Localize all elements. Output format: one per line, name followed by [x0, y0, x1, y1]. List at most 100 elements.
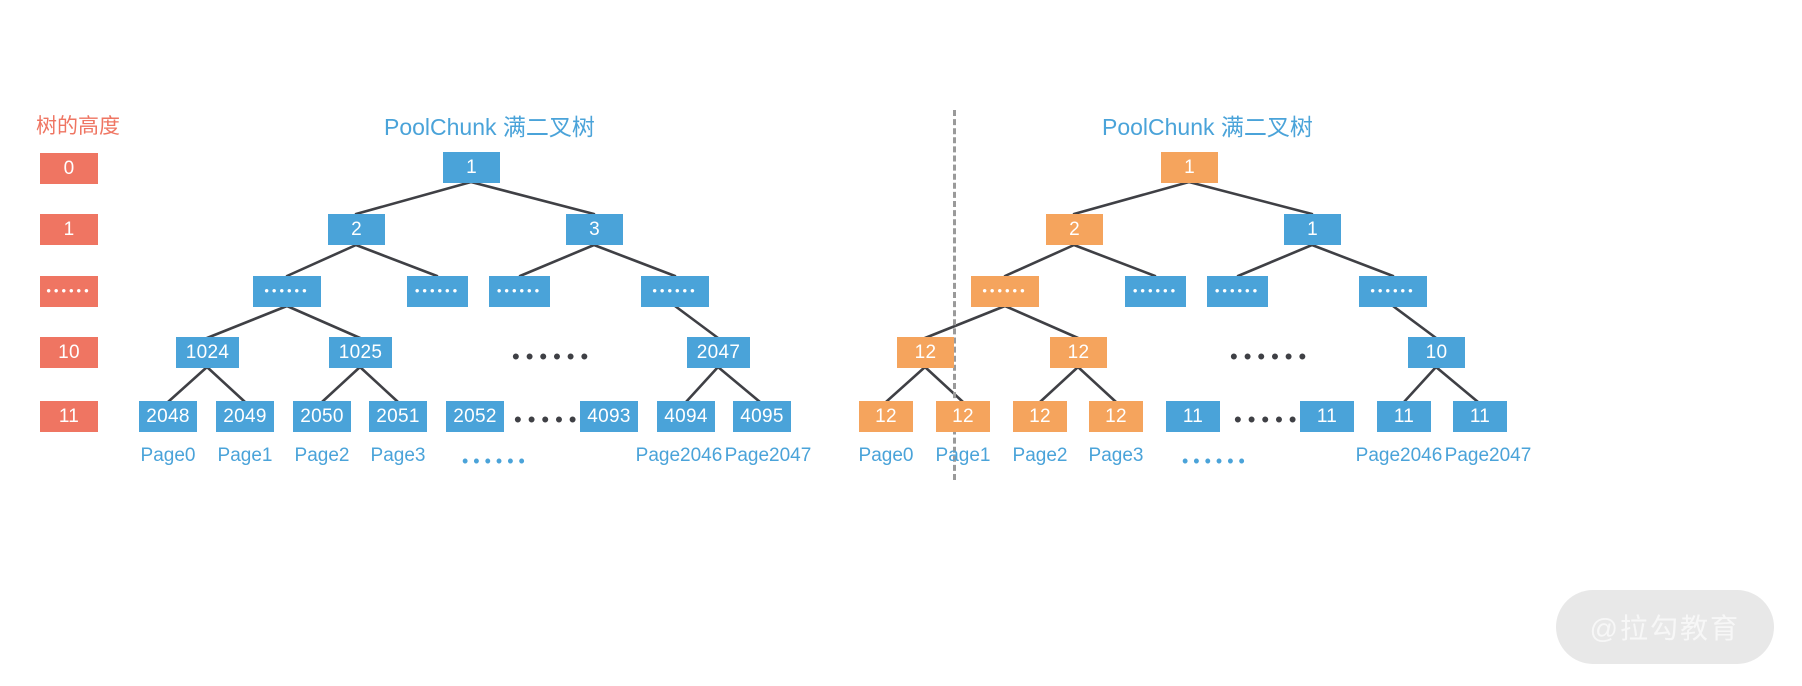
- left-page-label-3: Page3: [370, 445, 426, 466]
- left-page-label-2047: Page2047: [724, 445, 812, 466]
- left-leaf-2050-label: 2050: [300, 406, 344, 427]
- height-level-10: 10: [40, 337, 98, 368]
- left-leaf-2050: 2050: [293, 401, 351, 432]
- right-leaf-2-label: 12: [1029, 406, 1051, 427]
- left-leaf-4094: 4094: [657, 401, 715, 432]
- right-leaf-6: 11: [1377, 401, 1431, 432]
- right-leaf-1-label: 12: [952, 406, 974, 427]
- left-page-label-1: Page1: [217, 445, 273, 466]
- right-leaf-3: 12: [1089, 401, 1143, 432]
- left-leaf-2048: 2048: [139, 401, 197, 432]
- right-leaf-7-label: 11: [1469, 406, 1491, 427]
- left-leaf-2049: 2049: [216, 401, 274, 432]
- right-node-level10-1: 12: [1050, 337, 1107, 368]
- right-panel-title: PoolChunk 满二叉树: [1102, 114, 1313, 140]
- right-page-label-1: Page1: [935, 445, 991, 466]
- left-panel-title: PoolChunk 满二叉树: [384, 114, 595, 140]
- left-node-1024: 1024: [176, 337, 239, 368]
- left-node-2047: 2047: [687, 337, 750, 368]
- right-node-level10-2: 10: [1408, 337, 1465, 368]
- right-leaf-1: 12: [936, 401, 990, 432]
- right-leaf-0-label: 12: [875, 406, 897, 427]
- height-level-0-label: 0: [63, 158, 75, 179]
- left-node-level2-0: ••••••: [253, 276, 321, 307]
- left-page-label-2: Page2: [294, 445, 350, 466]
- left-node-level2-2: ••••••: [489, 276, 550, 307]
- left-node-level2-3: ••••••: [641, 276, 709, 307]
- left-node-level1-1: 3: [566, 214, 623, 245]
- right-node-level2-0: ••••••: [971, 276, 1039, 307]
- left-leaf-2049-label: 2049: [223, 406, 267, 427]
- right-node-level2-2-label: ••••••: [1214, 283, 1261, 298]
- height-level-ellipsis-label: ••••••: [46, 283, 92, 298]
- left-level10-gap-dots: ••••••: [512, 344, 595, 369]
- right-page-label-2047: Page2047: [1444, 445, 1532, 466]
- left-leaf-4094-label: 4094: [664, 406, 708, 427]
- left-node-level2-1-label: ••••••: [414, 283, 461, 298]
- right-node-level1-1: 1: [1284, 214, 1341, 245]
- height-level-ellipsis: ••••••: [40, 276, 98, 307]
- left-page-label-0: Page0: [140, 445, 196, 466]
- right-leaf-7: 11: [1453, 401, 1507, 432]
- left-node-root: 1: [443, 152, 500, 183]
- right-leaf-6-label: 11: [1393, 406, 1415, 427]
- right-node-level10-0-label: 12: [914, 342, 937, 363]
- left-node-level1-0: 2: [328, 214, 385, 245]
- left-node-1024-label: 1024: [185, 342, 230, 363]
- left-node-level1-1-label: 3: [589, 219, 600, 240]
- height-level-1: 1: [40, 214, 98, 245]
- right-page-label-2: Page2: [1012, 445, 1068, 466]
- height-level-10-label: 10: [58, 342, 80, 363]
- right-node-level10-1-label: 12: [1067, 342, 1090, 363]
- right-node-root-label: 1: [1184, 157, 1195, 178]
- right-page-label-2046: Page2046: [1355, 445, 1443, 466]
- left-leaf-2048-label: 2048: [146, 406, 190, 427]
- right-node-level1-1-label: 1: [1307, 219, 1318, 240]
- right-node-level1-0-label: 2: [1069, 219, 1080, 240]
- right-node-level1-0: 2: [1046, 214, 1103, 245]
- left-leaf-gap-dots: ••••••: [514, 407, 597, 432]
- panel-divider: [953, 110, 956, 480]
- height-level-1-label: 1: [63, 219, 75, 240]
- right-level10-gap-dots: ••••••: [1230, 344, 1313, 369]
- left-node-root-label: 1: [466, 157, 477, 178]
- left-leaf-2052-label: 2052: [453, 406, 497, 427]
- right-page-label-3: Page3: [1088, 445, 1144, 466]
- right-page-label-0: Page0: [858, 445, 914, 466]
- left-page-label-2046: Page2046: [635, 445, 723, 466]
- right-node-level2-0-label: ••••••: [982, 283, 1028, 298]
- left-node-1025-label: 1025: [338, 342, 383, 363]
- right-node-level10-2-label: 10: [1425, 342, 1448, 363]
- watermark: @拉勾教育: [1555, 590, 1774, 664]
- left-node-level2-2-label: ••••••: [496, 283, 543, 298]
- right-node-level2-3: ••••••: [1359, 276, 1427, 307]
- left-leaf-2052: 2052: [446, 401, 504, 432]
- right-leaf-5: 11: [1300, 401, 1354, 432]
- left-leaf-4095-label: 4095: [740, 406, 784, 427]
- right-leaf-gap-dots: ••••••: [1234, 407, 1317, 432]
- left-leaf-2051: 2051: [369, 401, 427, 432]
- right-leaf-5-label: 11: [1316, 406, 1338, 427]
- right-leaf-3-label: 12: [1105, 406, 1127, 427]
- left-page-gap-dots: ••••••: [462, 451, 530, 471]
- left-leaf-4093-label: 4093: [587, 406, 631, 427]
- left-leaf-4095: 4095: [733, 401, 791, 432]
- left-leaf-2051-label: 2051: [376, 406, 420, 427]
- tree-height-title: 树的高度: [36, 115, 120, 138]
- right-node-level2-3-label: ••••••: [1370, 283, 1416, 298]
- right-node-level2-2: ••••••: [1207, 276, 1268, 307]
- right-page-gap-dots: ••••••: [1182, 451, 1250, 471]
- right-node-root: 1: [1161, 152, 1218, 183]
- height-level-11-label: 11: [58, 406, 80, 427]
- left-node-level1-0-label: 2: [351, 219, 362, 240]
- left-leaf-4093: 4093: [580, 401, 638, 432]
- left-node-level2-3-label: ••••••: [652, 283, 698, 298]
- left-node-level2-0-label: ••••••: [264, 283, 310, 298]
- right-leaf-2: 12: [1013, 401, 1067, 432]
- right-leaf-4-label: 11: [1182, 406, 1204, 427]
- right-leaf-4: 11: [1166, 401, 1220, 432]
- right-node-level2-1-label: ••••••: [1132, 283, 1179, 298]
- right-node-level2-1: ••••••: [1125, 276, 1186, 307]
- left-node-1025: 1025: [329, 337, 392, 368]
